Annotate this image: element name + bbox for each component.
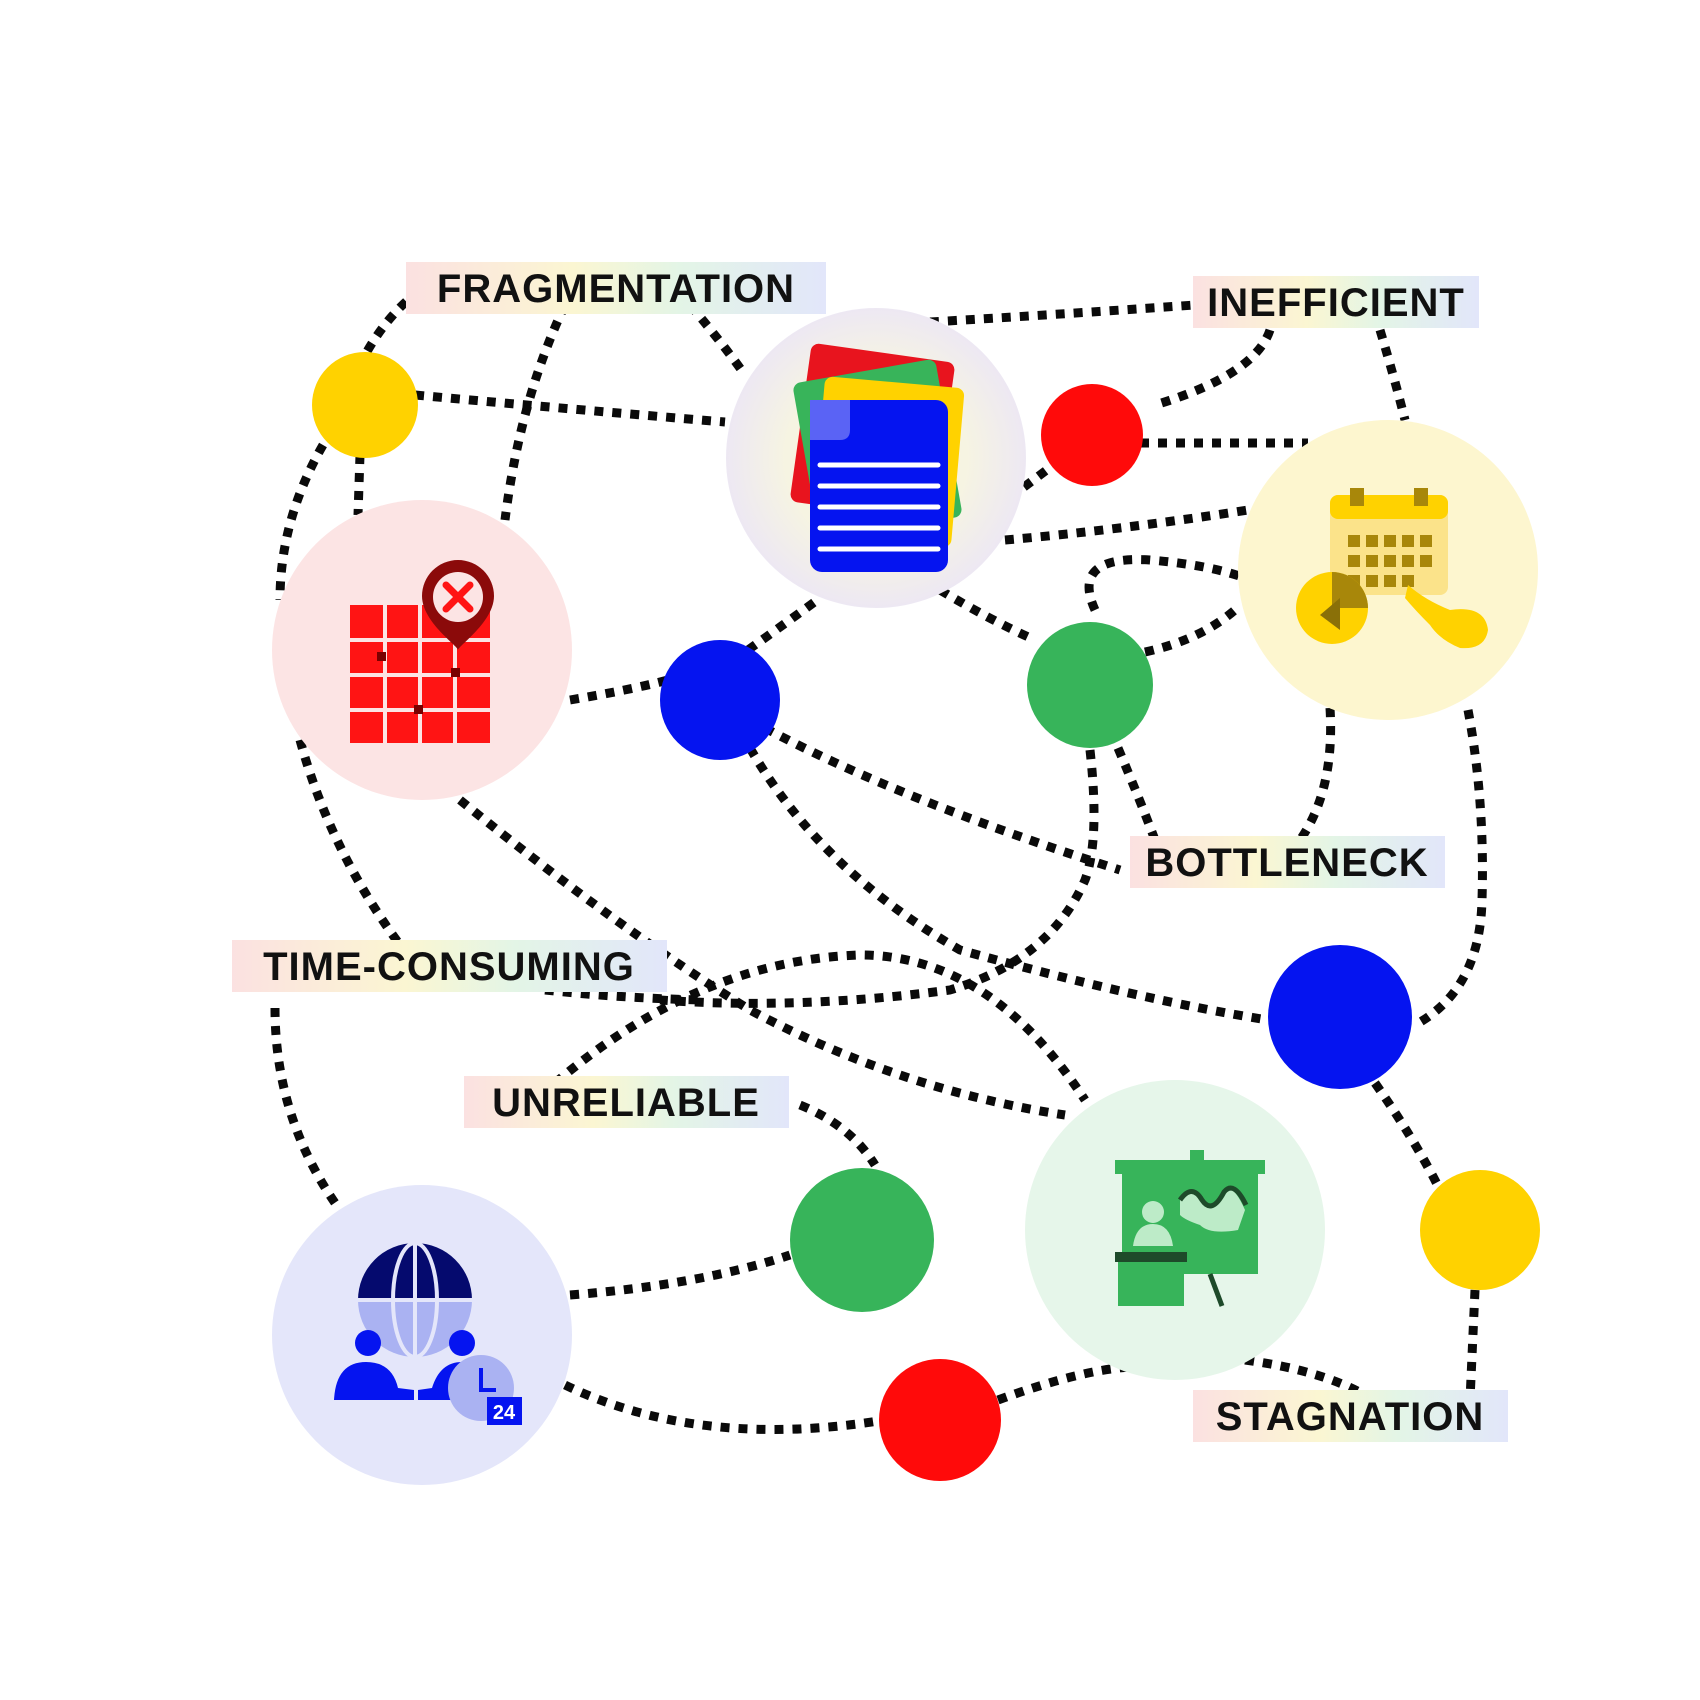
connector: [1004, 505, 1249, 545]
connector: [686, 302, 749, 378]
connector: [569, 1250, 792, 1300]
label-unreliable-text: UNRELIABLE: [492, 1081, 760, 1125]
connector: [563, 1380, 886, 1434]
label-bottleneck: BOTTLENECK: [1130, 836, 1445, 888]
connector: [500, 303, 570, 521]
node-green: [1027, 622, 1153, 748]
badge-24-text: 24: [493, 1402, 516, 1424]
node-yellow: [312, 352, 418, 458]
connector: [746, 745, 1269, 1025]
connector: [929, 300, 1196, 327]
label-fragmentation: FRAGMENTATION: [406, 262, 826, 314]
connector: [544, 985, 701, 1005]
connector: [569, 675, 670, 705]
label-unreliable: UNRELIABLE: [464, 1076, 789, 1128]
connector: [1153, 328, 1275, 410]
presentation-board-icon: [1115, 1150, 1265, 1307]
grid-with-error-pin-icon: [350, 560, 494, 743]
connector: [414, 390, 726, 427]
label-time-consuming-text: TIME-CONSUMING: [263, 945, 635, 989]
node-yellow: [1420, 1170, 1540, 1290]
label-time-consuming: TIME-CONSUMING: [232, 940, 667, 992]
label-stagnation: STAGNATION: [1193, 1390, 1508, 1442]
connector: [762, 724, 1122, 875]
connector: [270, 1007, 344, 1213]
presentation-node: [1025, 1080, 1325, 1380]
node-green: [790, 1168, 934, 1312]
nodes: [312, 352, 1540, 1481]
connector: [275, 442, 327, 601]
connections: [270, 286, 1487, 1434]
stacked-documents-icon: [790, 343, 965, 572]
label-stagnation-text: STAGNATION: [1216, 1395, 1485, 1439]
global-node: 24: [272, 1185, 572, 1485]
node-red: [1041, 384, 1143, 486]
connector: [1375, 328, 1410, 422]
connector: [1084, 555, 1247, 612]
grid-node: [272, 500, 572, 800]
connector: [1412, 709, 1487, 1029]
label-bottleneck-text: BOTTLENECK: [1145, 841, 1428, 885]
connector: [659, 749, 1099, 1008]
labels: FRAGMENTATION INEFFICIENT BOTTLENECK TIM…: [232, 262, 1508, 1442]
calendar-with-clock-icon: [1296, 488, 1488, 649]
connector: [552, 950, 1089, 1103]
connector: [1296, 707, 1336, 843]
connector: [1144, 606, 1238, 657]
connector: [798, 1100, 879, 1168]
icon-nodes: 24: [272, 308, 1538, 1485]
connector: [1113, 746, 1160, 842]
connector: [996, 1362, 1131, 1405]
calendar-node: [1238, 420, 1538, 720]
connector: [745, 594, 823, 654]
connector: [1244, 1355, 1368, 1399]
global-meeting-24-icon: 24: [334, 1241, 522, 1425]
node-red: [879, 1359, 1001, 1481]
connector: [295, 738, 404, 948]
label-fragmentation-text: FRAGMENTATION: [437, 267, 795, 311]
node-blue: [660, 640, 780, 760]
node-blue: [1268, 945, 1412, 1089]
connector: [1465, 1289, 1480, 1401]
documents-node: [726, 308, 1026, 608]
connector: [937, 586, 1037, 645]
label-inefficient: INEFFICIENT: [1193, 276, 1479, 328]
connector: [353, 454, 365, 516]
connector: [1371, 1080, 1445, 1193]
label-inefficient-text: INEFFICIENT: [1207, 281, 1465, 325]
